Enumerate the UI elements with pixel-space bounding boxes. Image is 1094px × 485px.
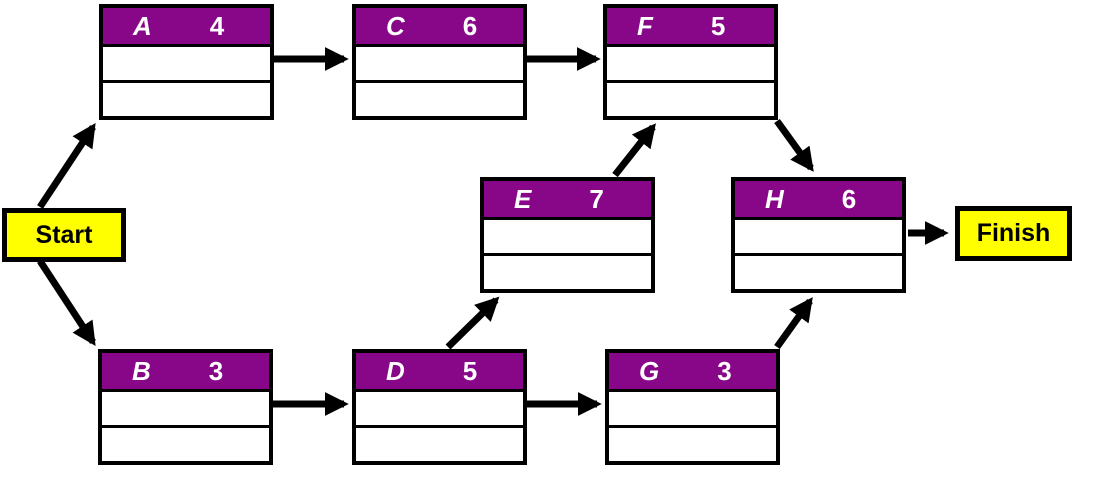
activity-empty-row-1	[735, 220, 902, 253]
activity-letter: B	[132, 356, 151, 386]
activity-empty-row-2	[102, 425, 269, 461]
activity-letter: A	[133, 11, 152, 41]
activity-letter: G	[639, 356, 660, 386]
start-node: Start	[2, 208, 126, 262]
edge-Start-A	[37, 123, 96, 209]
activity-letter: C	[386, 11, 405, 41]
activity-letter: E	[514, 184, 532, 214]
activity-duration: 3	[208, 356, 224, 386]
edge-G-H	[774, 297, 813, 350]
activity-empty-row-1	[102, 392, 269, 425]
activity-letter: H	[765, 184, 784, 214]
activity-empty-row-1	[356, 392, 523, 425]
activity-duration: 6	[462, 11, 478, 41]
activity-letter: F	[637, 11, 653, 41]
activity-empty-row-2	[609, 425, 776, 461]
edge-F-H	[774, 118, 814, 172]
activity-letter: D	[386, 356, 405, 386]
edge-E-F	[612, 123, 656, 178]
activity-empty-row-1	[484, 220, 651, 253]
activity-empty-row-2	[484, 253, 651, 289]
activity-empty-row-2	[103, 80, 270, 116]
activity-empty-row-2	[607, 80, 774, 116]
activity-empty-row-2	[735, 253, 902, 289]
activity-empty-row-1	[609, 392, 776, 425]
activity-duration: 5	[462, 356, 478, 386]
activity-empty-row-2	[356, 425, 523, 461]
activity-duration: 7	[589, 184, 604, 214]
activity-duration: 6	[841, 184, 857, 214]
activity-empty-row-1	[607, 47, 774, 80]
activity-duration: 5	[710, 11, 726, 41]
activity-empty-row-2	[356, 80, 523, 116]
finish-node: Finish	[955, 206, 1072, 261]
activity-empty-row-1	[356, 47, 523, 80]
activity-duration: 4	[209, 11, 225, 41]
edge-Start-B	[37, 259, 96, 346]
edge-D-E	[445, 296, 500, 350]
activity-empty-row-1	[103, 47, 270, 80]
activity-duration: 3	[717, 356, 732, 386]
